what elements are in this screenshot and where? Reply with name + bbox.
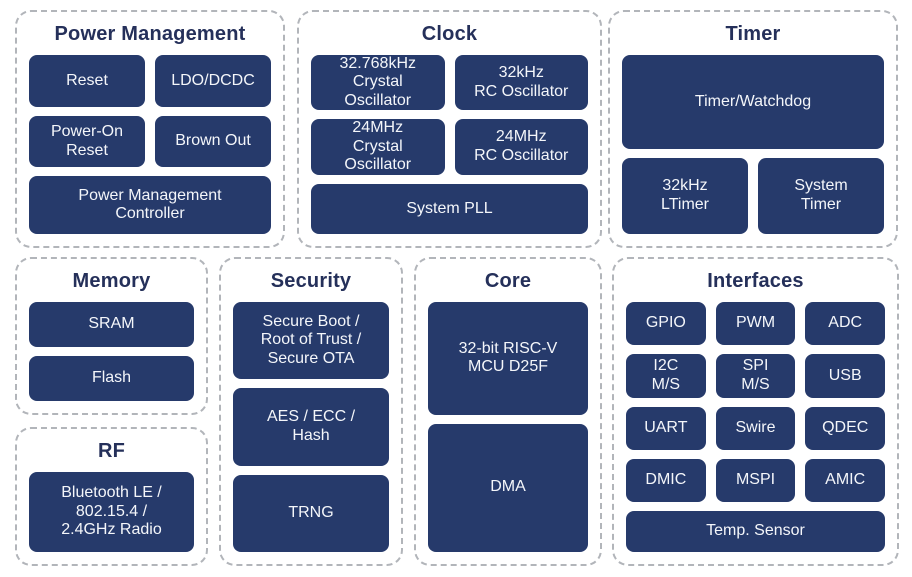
section-security: Security Secure Boot / Root of Trust / S… — [219, 257, 403, 566]
power-row-2: Power-On Reset Brown Out — [29, 115, 271, 168]
clock-row-1: 32.768kHz Crystal Oscillator 32kHz RC Os… — [311, 55, 588, 111]
section-timer: Timer Timer/Watchdog 32kHz LTimer System… — [608, 10, 898, 248]
block-secure-boot: Secure Boot / Root of Trust / Secure OTA — [233, 302, 389, 380]
block-amic: AMIC — [805, 458, 886, 503]
block-spi: SPI M/S — [715, 354, 796, 398]
section-body-security: Secure Boot / Root of Trust / Secure OTA… — [233, 302, 389, 552]
block-system-pll: System PLL — [311, 183, 588, 234]
block-uart: UART — [626, 406, 706, 450]
block-24mhz-crystal-oscillator: 24MHz Crystal Oscillator — [311, 119, 445, 175]
section-body-timer: Timer/Watchdog 32kHz LTimer System Timer — [622, 55, 884, 234]
block-sram: SRAM — [29, 302, 194, 347]
section-title-clock: Clock — [421, 23, 478, 45]
interfaces-row-2: I2C M/S SPI M/S USB — [626, 354, 886, 398]
block-qdec: QDEC — [805, 406, 886, 450]
block-usb: USB — [805, 354, 886, 398]
block-32khz-rc-oscillator: 32kHz RC Oscillator — [454, 55, 588, 111]
section-title-memory: Memory — [72, 270, 151, 292]
block-flash: Flash — [29, 356, 194, 401]
block-aes-ecc-hash: AES / ECC / Hash — [233, 388, 389, 466]
section-title-security: Security — [270, 270, 352, 292]
block-temp-sensor: Temp. Sensor — [626, 511, 885, 552]
section-title-timer: Timer — [725, 23, 781, 45]
interfaces-row-4: DMIC MSPI AMIC — [626, 458, 886, 503]
block-dmic: DMIC — [626, 458, 706, 503]
block-bluetooth-radio: Bluetooth LE / 802.15.4 / 2.4GHz Radio — [29, 472, 194, 552]
section-interfaces: Interfaces GPIO PWM ADC I2C M/S SPI M/S … — [612, 257, 899, 566]
interfaces-row-3: UART Swire QDEC — [626, 406, 886, 450]
block-riscv-mcu: 32-bit RISC-V MCU D25F — [428, 302, 588, 415]
block-24mhz-rc-oscillator: 24MHz RC Oscillator — [454, 119, 588, 175]
block-gpio: GPIO — [626, 302, 706, 346]
section-title-core: Core — [484, 270, 532, 292]
block-reset: Reset — [29, 55, 145, 107]
section-title-rf: RF — [97, 440, 126, 462]
interfaces-row-1: GPIO PWM ADC — [626, 302, 886, 346]
block-ldo-dcdc: LDO/DCDC — [155, 55, 271, 107]
block-pwm: PWM — [715, 302, 796, 346]
power-row-1: Reset LDO/DCDC — [29, 55, 271, 107]
block-swire: Swire — [715, 406, 796, 450]
section-body-power-management: Reset LDO/DCDC Power-On Reset Brown Out … — [29, 55, 271, 235]
block-i2c: I2C M/S — [626, 354, 706, 398]
section-clock: Clock 32.768kHz Crystal Oscillator 32kHz… — [297, 10, 602, 248]
section-body-rf: Bluetooth LE / 802.15.4 / 2.4GHz Radio — [29, 472, 194, 552]
block-trng: TRNG — [233, 474, 389, 552]
block-mspi: MSPI — [715, 458, 796, 503]
section-body-clock: 32.768kHz Crystal Oscillator 32kHz RC Os… — [311, 55, 588, 234]
section-rf: RF Bluetooth LE / 802.15.4 / 2.4GHz Radi… — [15, 427, 208, 566]
clock-row-2: 24MHz Crystal Oscillator 24MHz RC Oscill… — [311, 119, 588, 175]
block-brown-out: Brown Out — [155, 115, 271, 168]
section-body-memory: SRAM Flash — [29, 302, 194, 401]
section-power-management: Power Management Reset LDO/DCDC Power-On… — [15, 10, 285, 248]
section-body-core: 32-bit RISC-V MCU D25F DMA — [428, 302, 588, 552]
block-32768khz-crystal-oscillator: 32.768kHz Crystal Oscillator — [311, 55, 445, 111]
block-timer-watchdog: Timer/Watchdog — [622, 55, 884, 149]
section-title-interfaces: Interfaces — [707, 270, 804, 292]
block-system-timer: System Timer — [758, 157, 884, 234]
timer-row-2: 32kHz LTimer System Timer — [622, 157, 884, 234]
section-body-interfaces: GPIO PWM ADC I2C M/S SPI M/S USB UART Sw… — [626, 302, 886, 552]
section-memory: Memory SRAM Flash — [15, 257, 208, 415]
block-power-management-controller: Power Management Controller — [29, 176, 271, 235]
block-power-on-reset: Power-On Reset — [29, 115, 145, 168]
block-adc: ADC — [805, 302, 886, 346]
section-title-power-management: Power Management — [54, 23, 246, 45]
block-32khz-ltimer: 32kHz LTimer — [622, 157, 748, 234]
block-dma: DMA — [428, 423, 588, 552]
section-core: Core 32-bit RISC-V MCU D25F DMA — [414, 257, 602, 566]
